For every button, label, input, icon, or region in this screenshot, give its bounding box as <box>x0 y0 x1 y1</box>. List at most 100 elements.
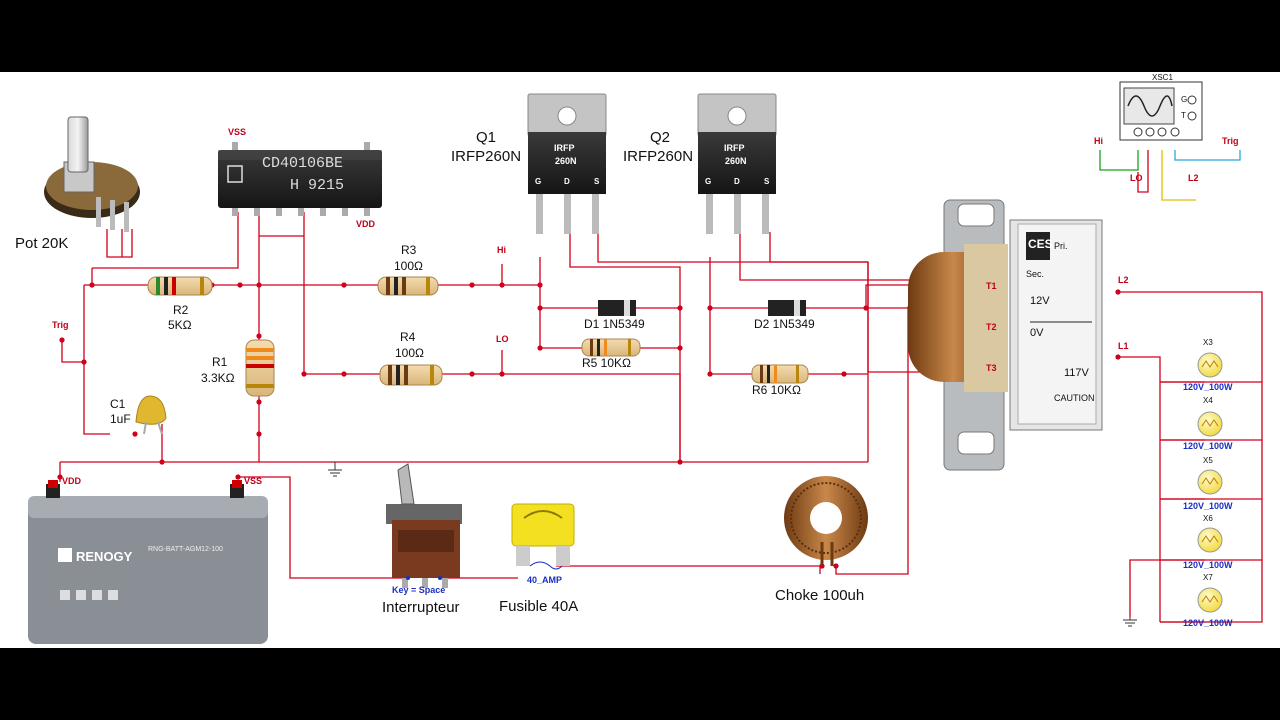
choke-label: Choke 100uh <box>775 587 865 604</box>
ic-vss-label: VSS <box>228 127 247 137</box>
q1-pin-s: S <box>594 177 600 186</box>
oscilloscope <box>1119 81 1203 141</box>
fuse-rating: 40_AMP <box>527 575 563 585</box>
lamp-x5-rating: 120V_100W <box>1183 501 1233 511</box>
osc-port-trig: Trig <box>1222 136 1239 146</box>
toggle-switch <box>386 463 462 588</box>
fuse <box>511 503 575 570</box>
lamp-x6 <box>1197 527 1223 553</box>
lamp-x4-rating: 120V_100W <box>1183 441 1233 451</box>
mosfet-q2 <box>697 93 777 234</box>
q1-pin-d: D <box>564 177 570 186</box>
r2-value: 5KΩ <box>168 318 192 332</box>
ic-vdd-label: VDD <box>356 219 376 229</box>
battery-model: RNG-BATT-AGM12-100 <box>148 546 223 553</box>
lamp-x3-ref: X3 <box>1203 338 1213 347</box>
resistor-r5 <box>581 338 641 357</box>
schematic-drawing <box>28 81 1263 644</box>
diode-d2 <box>768 300 806 316</box>
ic-chip <box>218 142 382 216</box>
net-lo-label: LO <box>496 334 509 344</box>
r1-value: 3.3KΩ <box>201 371 235 385</box>
junction-dots <box>57 282 1121 569</box>
lamp-x7 <box>1197 587 1223 613</box>
lamp-x5 <box>1197 469 1223 495</box>
q1-ref: Q1 <box>476 129 497 146</box>
ic-name: CD40106BE <box>262 155 344 172</box>
r3-value: 100Ω <box>394 259 423 273</box>
transformer-caution: CAUTION <box>1054 393 1095 403</box>
oscilloscope-g: G <box>1181 95 1188 104</box>
transformer-volt-0: 0V <box>1030 327 1044 339</box>
oscilloscope-t: T <box>1181 111 1186 120</box>
osc-port-lo: LO <box>1130 173 1143 183</box>
transformer-volt-117: 117V <box>1064 367 1089 379</box>
r2-ref: R2 <box>173 303 189 317</box>
choke-inductor <box>784 476 868 566</box>
battery-vdd-label: VDD <box>62 476 82 486</box>
capacitor-c1 <box>135 395 167 435</box>
switch-key-label: Key = Space <box>392 585 446 595</box>
pot-label: Pot 20K <box>15 235 69 252</box>
lamps <box>1197 352 1223 613</box>
lamp-x6-ref: X6 <box>1203 514 1213 523</box>
lamp-x4 <box>1197 411 1223 437</box>
q2-pin-s: S <box>764 177 770 186</box>
q1-pin-g: G <box>535 177 542 186</box>
transformer-t2: T2 <box>986 322 997 332</box>
transformer-t1: T1 <box>986 281 997 291</box>
ground-symbol <box>328 462 1137 627</box>
transformer-primary: Pri. <box>1054 241 1068 251</box>
q2-pin-g: G <box>705 177 712 186</box>
r4-value: 100Ω <box>395 346 424 360</box>
oscilloscope-ref: XSC1 <box>1152 73 1173 82</box>
c1-value: 1uF <box>110 412 131 426</box>
resistor-r1 <box>245 339 275 397</box>
q1-body-text-1: IRFP <box>554 143 575 153</box>
q2-pin-d: D <box>734 177 740 186</box>
output-label-l1: L1 <box>1118 341 1129 351</box>
diode-d1 <box>598 300 636 316</box>
q2-body-text-2: 260N <box>725 156 747 166</box>
lamp-x3-rating: 120V_100W <box>1183 382 1233 392</box>
mosfet-q1 <box>527 93 607 234</box>
r5-label: R5 10KΩ <box>582 356 631 370</box>
c1-ref: C1 <box>110 397 126 411</box>
r6-label: R6 10KΩ <box>752 383 801 397</box>
q2-part: IRFP260N <box>623 148 694 165</box>
ic-code: H 9215 <box>290 177 345 194</box>
transformer-brand: CES <box>1028 237 1053 251</box>
schematic-canvas: Pot 20K CD40106BE H 9215 VSS VDD Q1 IRFP… <box>0 72 1280 648</box>
q2-ref: Q2 <box>650 129 671 146</box>
resistor-r2 <box>147 276 213 296</box>
d1-label: D1 1N5349 <box>584 317 645 331</box>
transformer-secondary: Sec. <box>1026 269 1045 279</box>
osc-port-hi: Hi <box>1094 136 1103 146</box>
output-label-l2: L2 <box>1118 275 1129 285</box>
r1-ref: R1 <box>212 355 228 369</box>
fuse-label: Fusible 40A <box>499 598 579 615</box>
lamp-x3 <box>1197 352 1223 378</box>
lamp-x6-rating: 120V_100W <box>1183 560 1233 570</box>
battery <box>28 480 268 644</box>
resistor-r6 <box>751 364 809 384</box>
potentiometer <box>44 116 140 232</box>
lamp-x7-ref: X7 <box>1203 573 1213 582</box>
q1-body-text-2: 260N <box>555 156 577 166</box>
d2-label: D2 1N5349 <box>754 317 815 331</box>
battery-brand: RENOGY <box>76 549 133 564</box>
lamp-x4-ref: X4 <box>1203 396 1213 405</box>
transformer-volt-12: 12V <box>1030 295 1050 307</box>
q2-body-text-1: IRFP <box>724 143 745 153</box>
net-hi-label: Hi <box>497 245 506 255</box>
osc-port-l2: L2 <box>1188 173 1199 183</box>
r3-ref: R3 <box>401 243 417 257</box>
net-trig-label: Trig <box>52 320 69 330</box>
q1-part: IRFP260N <box>451 148 522 165</box>
transformer-t3: T3 <box>986 363 997 373</box>
battery-vss-label: VSS <box>244 476 263 486</box>
switch-label: Interrupteur <box>382 599 460 616</box>
resistor-r3 <box>377 276 439 296</box>
lamp-x5-ref: X5 <box>1203 456 1213 465</box>
lamp-x7-rating: 120V_100W <box>1183 618 1233 628</box>
